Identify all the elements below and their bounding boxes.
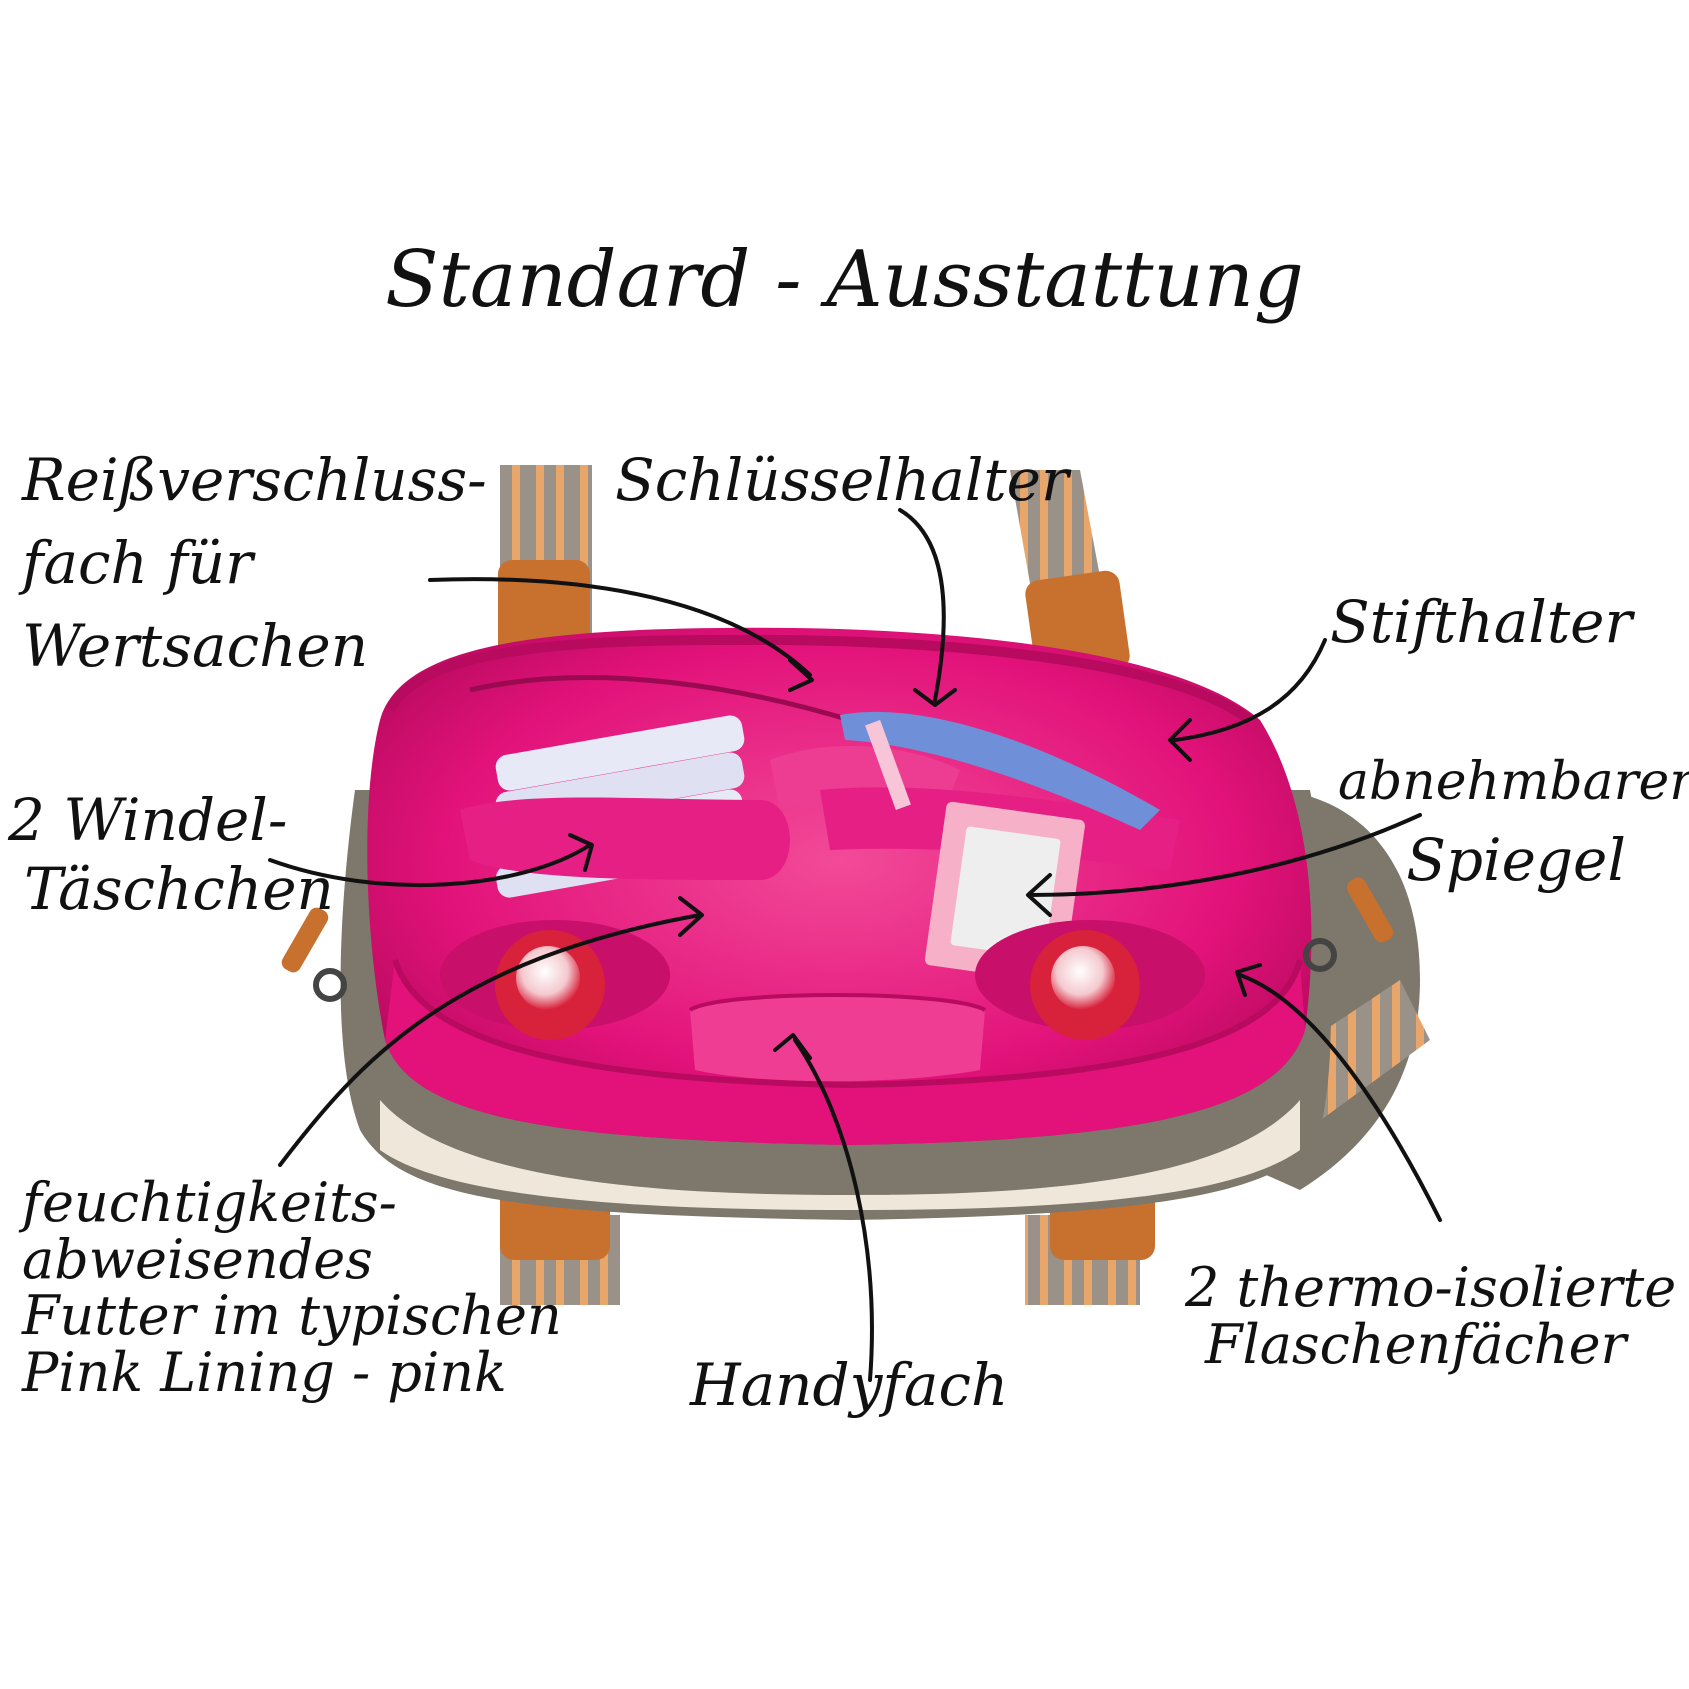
pen-items — [840, 711, 1160, 830]
page-title: Standard - Ausstattung — [385, 235, 1304, 325]
label-lining-line: abweisendes — [22, 1227, 373, 1291]
arrow-key-holder — [898, 508, 957, 707]
arrow-diaper-pockets — [268, 833, 594, 888]
annotation-arrows — [268, 508, 1442, 1382]
arrow-bottle-pockets — [1235, 963, 1442, 1222]
label-zipper-pocket-line: fach für — [22, 528, 253, 597]
arrow-mirror — [1026, 813, 1422, 917]
label-lining-line: Pink Lining - pink — [22, 1341, 507, 1405]
arrow-lining — [278, 896, 704, 1167]
label-lining-line: feuchtigkeits- — [22, 1171, 397, 1234]
arrow-phone-pocket — [773, 1033, 874, 1382]
bottle-pocket-right — [975, 920, 1205, 1040]
side-clasps — [281, 877, 1394, 1002]
label-diaper-pockets: 2 Windel- Täschchen — [8, 790, 334, 920]
label-pen-holder: Stifthalter — [1330, 588, 1633, 656]
label-mirror-line: Spiegel — [1406, 825, 1626, 894]
label-lining: feuchtigkeits- abweisendes Futter im typ… — [22, 1171, 562, 1405]
label-mirror-line: abnehmbarer — [1338, 752, 1689, 812]
label-lining-line: Futter im typischen — [22, 1284, 562, 1348]
label-zipper-pocket-line: Reißverschluss- — [22, 446, 487, 514]
label-phone-pocket: Handyfach — [690, 1351, 1009, 1419]
label-bottle-pockets-line: Flaschenfächer — [1205, 1312, 1627, 1376]
label-zipper-pocket-line: Wertsachen — [22, 611, 369, 680]
arrow-pen-holder — [1168, 638, 1327, 762]
bottle-pocket-left — [440, 920, 670, 1040]
phone-pocket — [688, 993, 986, 1082]
label-zipper-pocket: Reißverschluss- fach für Wertsachen — [22, 450, 487, 677]
label-diaper-pockets-line: 2 Windel- — [8, 786, 288, 854]
arrow-zipper-pocket — [428, 577, 814, 692]
label-bottle-pockets: 2 thermo-isolierte Flaschenfächer — [1185, 1256, 1677, 1376]
label-mirror: abnehmbarer Spiegel — [1338, 755, 1689, 890]
label-key-holder: Schlüsselhalter — [615, 446, 1069, 514]
label-bottle-pockets-line: 2 thermo-isolierte — [1185, 1256, 1677, 1319]
label-diaper-pockets-line: Täschchen — [24, 854, 334, 923]
